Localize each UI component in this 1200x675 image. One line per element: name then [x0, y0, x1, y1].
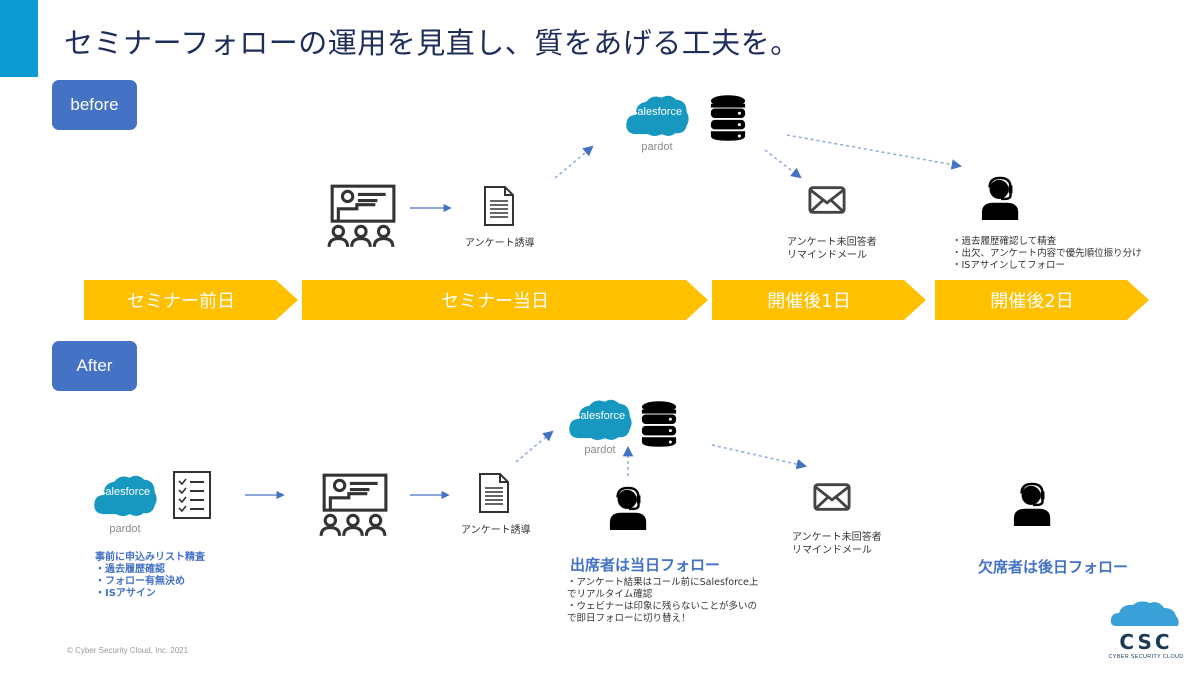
pre-check-point: ・過去履歴確認 [95, 564, 165, 575]
salesforce-text: salesforce [631, 106, 683, 118]
attendee-point: ・アンケート結果はコール前にSalesforce上 [567, 577, 759, 588]
operator-icon [980, 175, 1022, 221]
arrow-db-to-mail-after [711, 444, 808, 470]
accent-bar [0, 0, 38, 77]
pardot-label-after: pardot [109, 523, 141, 535]
salesforce-logo: salesforce [623, 92, 691, 138]
pardot-label: pardot [641, 141, 673, 153]
attendee-point: でリアルタイム確認 [567, 589, 653, 600]
salesforce-text: salesforce [574, 410, 626, 422]
attendee-point: ・ウェビナーは印象に残らないことが多いの [567, 601, 758, 612]
pre-check-point: ・ISアサイン [95, 588, 156, 599]
pre-check-block: 事前に申込みリスト精査 ・過去履歴確認 ・フォロー有無決め ・ISアサイン [95, 552, 205, 600]
followup-point: ・ISアサインしてフォロー [952, 260, 1066, 271]
operator-icon-attendee [608, 485, 650, 531]
reminder-label-line1: アンケート未回答者 [792, 532, 882, 543]
reminder-label-line2: リマインドメール [787, 250, 867, 261]
followup-point: ・出欠、アンケート内容で優先順位振り分け [952, 248, 1142, 259]
csc-tagline: CYBER SECURITY CLOUD [1108, 654, 1184, 660]
after-section-label: After [52, 341, 137, 391]
pre-check-point: ・フォロー有無決め [95, 576, 185, 587]
salesforce-text: salesforce [99, 486, 151, 498]
before-section-label: before [52, 80, 137, 130]
salesforce-logo-after-2: salesforce [566, 396, 634, 442]
survey-label: アンケート誘導 [465, 238, 535, 249]
mail-icon-after [813, 482, 851, 512]
csc-cloud-icon [1110, 601, 1179, 626]
presenter-icon-after [318, 473, 390, 537]
arrow-db-to-mail [764, 149, 802, 179]
csc-logo: CSC CYBER SECURITY CLOUD [1106, 600, 1186, 660]
csc-letters: CSC [1119, 630, 1173, 654]
timeline-step-day-1-after: 開催後1日 [712, 280, 926, 320]
presenter-icon [326, 184, 398, 248]
arrow-survey-to-salesforce [554, 145, 594, 179]
timeline-step-day-2-after: 開催後2日 [935, 280, 1149, 320]
attendee-points: ・アンケート結果はコール前にSalesforce上 でリアルタイム確認 ・ウェビ… [567, 577, 758, 625]
pardot-label-after-2: pardot [584, 444, 616, 456]
reminder-label: アンケート未回答者 リマインドメール [787, 236, 877, 262]
attendee-heading: 出席者は当日フォロー [570, 556, 721, 574]
timeline-step-day-before: セミナー前日 [84, 280, 298, 320]
pre-check-title: 事前に申込みリスト精査 [95, 552, 205, 563]
reminder-label-after: アンケート未回答者 リマインドメール [792, 531, 882, 557]
arrow-survey-to-salesforce-after [515, 430, 554, 463]
reminder-label-line2: リマインドメール [792, 545, 872, 556]
copyright: © Cyber Security Cloud, Inc. 2021 [67, 646, 189, 655]
reminder-label-line1: アンケート未回答者 [787, 237, 877, 248]
survey-label-after: アンケート誘導 [461, 525, 531, 536]
database-icon [709, 94, 747, 142]
followup-points: ・過去履歴確認して精査 ・出欠、アンケート内容で優先順位振り分け ・ISアサイン… [952, 236, 1142, 272]
operator-icon-absentee [1012, 481, 1054, 527]
database-icon-after [640, 400, 678, 448]
timeline-step-seminar-day: セミナー当日 [302, 280, 708, 320]
absentee-heading: 欠席者は後日フォロー [978, 558, 1129, 576]
salesforce-logo-after: salesforce [91, 472, 159, 518]
attendee-point: で即日フォローに切り替え！ [567, 613, 691, 624]
arrow-db-to-operator [786, 134, 963, 170]
document-icon-after [478, 472, 510, 514]
document-icon [483, 185, 515, 227]
checklist-icon [172, 469, 212, 521]
page-title: セミナーフォローの運用を見直し、質をあげる工夫を。 [64, 26, 800, 60]
mail-icon [808, 185, 846, 215]
followup-point: ・過去履歴確認して精査 [952, 236, 1057, 247]
